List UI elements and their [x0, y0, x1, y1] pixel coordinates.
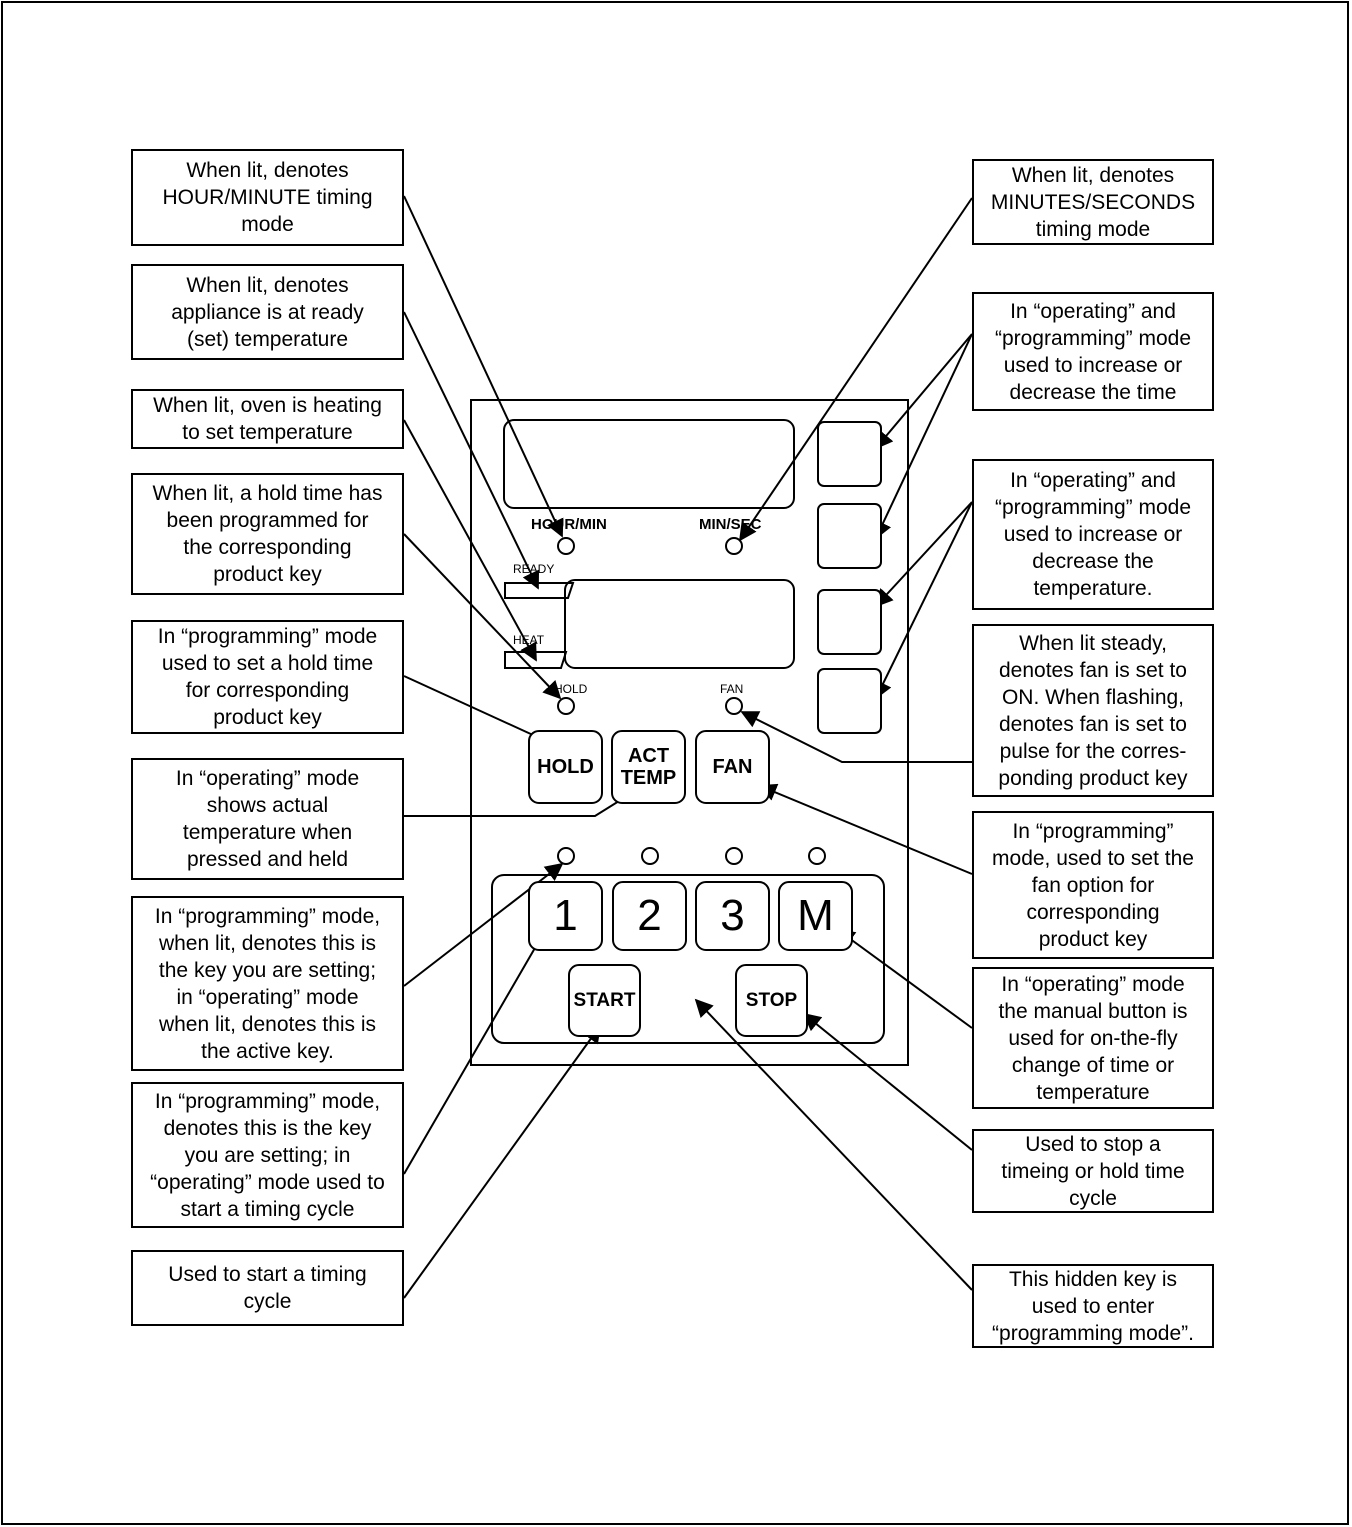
- temp-up-key[interactable]: [817, 589, 882, 655]
- callout-key1: In “programming” mode, denotes this is t…: [131, 1082, 404, 1228]
- fan-led-label: FAN: [720, 682, 744, 696]
- callout-temp-arrows: In “operating” and “programming” mode us…: [972, 459, 1214, 610]
- control-panel: [470, 399, 909, 1066]
- leader-act-temp: [404, 787, 642, 817]
- time-up-key[interactable]: [817, 421, 882, 487]
- leader-min-sec: [738, 197, 973, 542]
- callout-start: Used to start a timing cycle: [131, 1250, 404, 1326]
- callout-min-sec: When lit, denotes MINUTES/SECONDS timing…: [972, 159, 1214, 245]
- temp-display: [564, 579, 795, 669]
- ready-lamp: [504, 582, 575, 599]
- time-down-key[interactable]: [817, 503, 882, 569]
- leader-time-down: [874, 333, 973, 540]
- keyM-led: [808, 847, 826, 865]
- callout-time-arrows: In “operating” and “programming” mode us…: [972, 292, 1214, 411]
- callout-hour-min: When lit, denotes HOUR/MINUTE timing mod…: [131, 149, 404, 246]
- leader-key1: [403, 920, 551, 1175]
- callout-fan-led: When lit steady, denotes fan is set to O…: [972, 624, 1214, 797]
- leader-fan-button: [758, 783, 973, 875]
- callout-stop: Used to stop a timeing or hold time cycl…: [972, 1129, 1214, 1213]
- hold-button[interactable]: HOLD: [528, 730, 603, 804]
- leader-stop: [802, 1012, 973, 1151]
- stop-button[interactable]: STOP: [735, 964, 808, 1037]
- callout-heat: When lit, oven is heating to set tempera…: [131, 389, 404, 449]
- callout-hold-led: When lit, a hold time has been programme…: [131, 473, 404, 595]
- key1-led: [557, 847, 575, 865]
- temp-down-key[interactable]: [817, 668, 882, 734]
- min-sec-led: [725, 537, 743, 555]
- hold-led-label: HOLD: [554, 682, 588, 696]
- act-temp-button[interactable]: ACT TEMP: [611, 730, 686, 804]
- callout-hold-button: In “programming” mode used to set a hold…: [131, 620, 404, 734]
- hour-min-led: [557, 537, 575, 555]
- heat-label: HEAT: [513, 633, 545, 647]
- leader-temp-up: [874, 501, 973, 608]
- heat-lamp: [504, 651, 568, 669]
- min-sec-label: MIN/SEC: [699, 516, 762, 533]
- key-1-button[interactable]: 1: [528, 881, 603, 951]
- key3-led: [725, 847, 743, 865]
- time-display: [503, 419, 795, 509]
- fan-led: [725, 697, 743, 715]
- leader-fan-led: [740, 711, 972, 763]
- leader-hidden-key: [694, 998, 973, 1291]
- ready-label: READY: [513, 562, 555, 576]
- callout-ready: When lit, denotes appliance is at ready …: [131, 264, 404, 360]
- callout-keyM: In “operating” mode the manual button is…: [972, 967, 1214, 1109]
- fan-button[interactable]: FAN: [695, 730, 770, 804]
- key2-led: [641, 847, 659, 865]
- callout-fan-button: In “programming” mode, used to set the f…: [972, 811, 1214, 959]
- leader-ready: [403, 311, 540, 590]
- leader-start: [403, 1024, 602, 1299]
- hour-min-label: HOUR/MIN: [531, 516, 607, 533]
- key-m-button[interactable]: M: [778, 881, 853, 951]
- callout-key-led: In “programming” mode, when lit, denotes…: [131, 896, 404, 1071]
- hold-led: [557, 697, 575, 715]
- leader-keyM: [836, 928, 973, 1029]
- callout-hidden-key: This hidden key is used to enter “progra…: [972, 1264, 1214, 1348]
- leader-temp-down: [875, 501, 973, 700]
- key-2-button[interactable]: 2: [612, 881, 687, 951]
- leader-time-up: [874, 333, 973, 450]
- leader-hold-led: [403, 533, 562, 700]
- start-button[interactable]: START: [568, 964, 641, 1037]
- leader-heat: [403, 419, 537, 662]
- callout-act-temp: In “operating” mode shows actual tempera…: [131, 758, 404, 880]
- key-3-button[interactable]: 3: [695, 881, 770, 951]
- leader-hour-min: [403, 195, 564, 538]
- keypad-region: [491, 874, 885, 1044]
